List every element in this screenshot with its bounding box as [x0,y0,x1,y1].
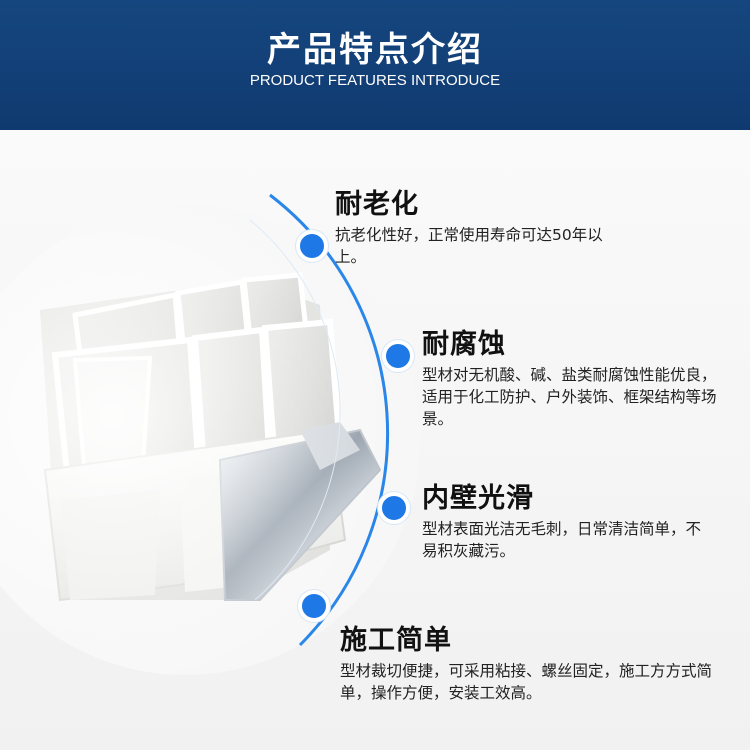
header-banner: 产品特点介绍 PRODUCT FEATURES INTRODUCE [0,0,750,130]
product-profile-image [0,193,420,675]
banner-title: 产品特点介绍 [267,30,483,70]
feature-title: 内壁光滑 [422,483,534,514]
feature-title: 耐老化 [335,189,419,220]
feature-marker-1 [296,230,328,262]
feature-section: 耐老化 抗老化性好，正常使用寿命可达50年以上。 耐腐蚀 型材对无机酸、碱、盐类… [0,130,750,750]
feature-description: 抗老化性好，正常使用寿命可达50年以上。 [335,226,603,266]
feature-description: 型材裁切便捷，可采用粘接、螺丝固定，施工方方式简单，操作方便，安装工效高。 [340,662,713,702]
feature-title: 施工简单 [340,625,452,656]
feature-title: 耐腐蚀 [422,329,506,360]
feature-marker-4 [298,590,330,622]
feature-smooth-inner-wall: 内壁光滑 型材表面光洁无毛刺，日常清洁简单，不易积灰藏污。 [422,482,722,562]
feature-description: 型材对无机酸、碱、盐类耐腐蚀性能优良，适用于化工防护、户外装饰、框架结构等场景。 [422,366,717,428]
feature-description: 型材表面光洁无毛刺，日常清洁简单，不易积灰藏污。 [422,520,702,560]
feature-corrosion-resistance: 耐腐蚀 型材对无机酸、碱、盐类耐腐蚀性能优良，适用于化工防护、户外装饰、框架结构… [422,328,727,430]
feature-aging-resistance: 耐老化 抗老化性好，正常使用寿命可达50年以上。 [335,188,635,268]
feature-marker-2 [382,340,414,372]
feature-easy-installation: 施工简单 型材裁切便捷，可采用粘接、螺丝固定，施工方方式简单，操作方便，安装工效… [340,624,725,704]
banner-subtitle: PRODUCT FEATURES INTRODUCE [249,72,501,89]
feature-marker-3 [378,492,410,524]
